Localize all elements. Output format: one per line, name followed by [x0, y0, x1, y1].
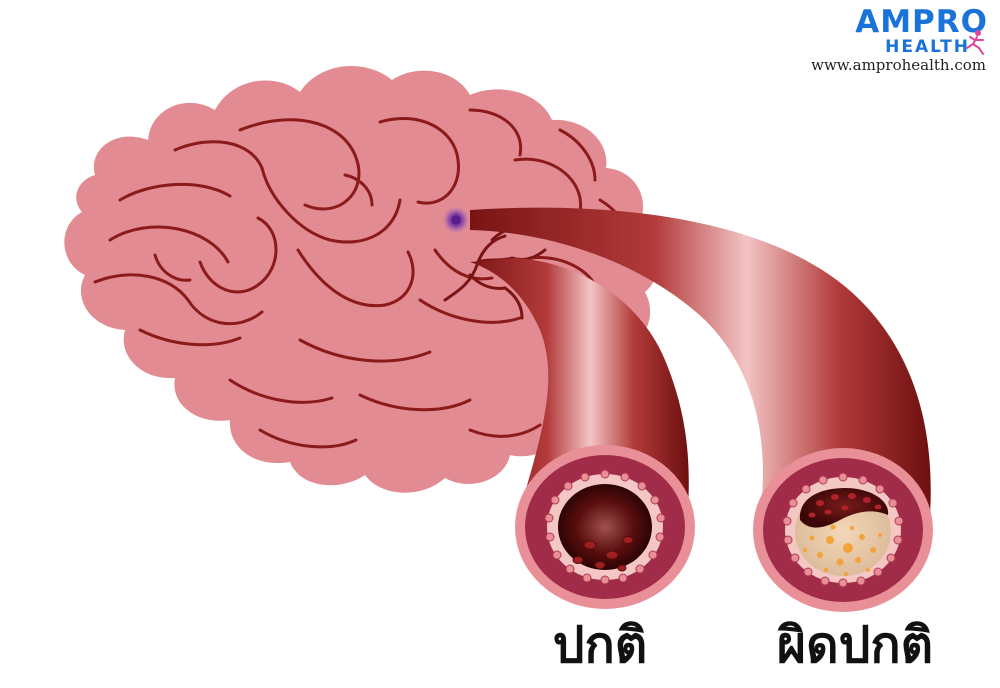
- logo-url: www.amprohealth.com: [811, 56, 986, 74]
- brain: [64, 66, 660, 493]
- normal-artery-lumen: [558, 484, 652, 570]
- normal-artery-blood-cells: [572, 536, 634, 572]
- running-figure-icon: [966, 30, 984, 55]
- label-normal: ปกติ: [552, 616, 648, 674]
- abnormal-artery-fat-particles: [803, 524, 882, 576]
- normal-artery: [470, 258, 695, 609]
- label-abnormal: ผิดปกติ: [776, 616, 934, 674]
- logo-brand-top: AMPRO: [855, 4, 988, 40]
- brain-silhouette: [64, 66, 660, 493]
- clot-core: [451, 215, 461, 225]
- abnormal-artery: [470, 207, 933, 612]
- abnormal-artery-cell-ring: [782, 472, 904, 588]
- amprohealth-logo: AMPRO HEALTH www.amprohealth.com: [802, 4, 992, 74]
- abnormal-artery-tube: [470, 207, 931, 515]
- abnormal-artery-blood-cells: [808, 493, 882, 518]
- logo-brand-bottom: HEALTH: [885, 37, 970, 57]
- normal-artery-cell-ring: [544, 469, 666, 585]
- normal-artery-tube: [470, 258, 689, 510]
